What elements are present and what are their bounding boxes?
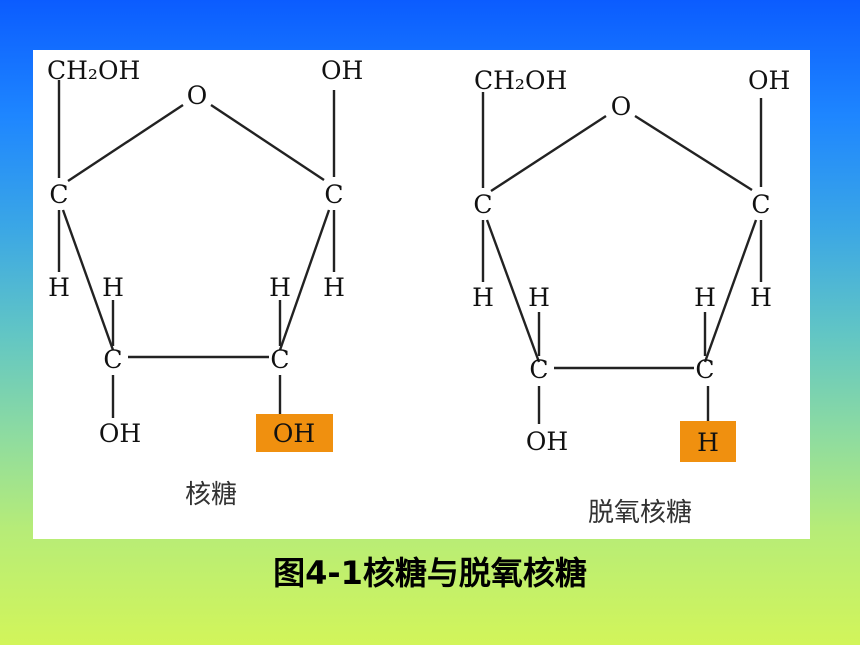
hydrogen-label: H [528, 283, 550, 312]
diagram-panel: CH₂OH O OH C C H H H H C C OH OH 核糖 [33, 50, 810, 539]
hydrogen-label: H [48, 273, 70, 302]
ribose-name: 核糖 [185, 480, 237, 510]
carbon-label: C [103, 345, 122, 374]
ch2oh-label: CH₂OH [47, 56, 140, 85]
bond [61, 209, 115, 351]
ring-oxygen-label: O [611, 92, 632, 121]
bond [67, 103, 184, 183]
carbon-label: C [695, 355, 714, 384]
bond [490, 114, 607, 193]
hydrogen-label: H [323, 273, 345, 302]
carbon-label: C [473, 190, 492, 219]
carbon-label: C [529, 355, 548, 384]
figure-caption: 图4-1核糖与脱氧核糖 [273, 554, 587, 592]
oh-bottom-left-label: OH [526, 427, 568, 456]
oh-highlighted-label: OH [273, 419, 315, 448]
highlight-box [680, 421, 736, 462]
bond [485, 219, 541, 363]
ch2oh-label: CH₂OH [474, 66, 567, 95]
ribose-structure: CH₂OH O OH C C H H H H C C OH OH 核糖 [47, 56, 363, 510]
deoxyribose-name: 脱氧核糖 [588, 498, 692, 528]
bond [703, 219, 758, 363]
hydrogen-label: H [694, 283, 716, 312]
carbon-label: C [49, 180, 68, 209]
hydrogen-label: H [472, 283, 494, 312]
oh-top-label: OH [748, 66, 790, 95]
ring-oxygen-label: O [187, 81, 208, 110]
bond [210, 104, 325, 181]
highlight-box [256, 414, 333, 452]
carbon-label: C [751, 190, 770, 219]
bond [278, 209, 331, 351]
deoxyribose-structure: CH₂OH O OH C C H H H H C C OH H 脱氧核糖 [472, 66, 790, 528]
hydrogen-label: H [750, 283, 772, 312]
carbon-label: C [270, 345, 289, 374]
carbon-label: C [324, 180, 343, 209]
oh-top-label: OH [321, 56, 363, 85]
oh-bottom-left-label: OH [99, 419, 141, 448]
hydrogen-label: H [269, 273, 291, 302]
hydrogen-label: H [102, 273, 124, 302]
bond [634, 114, 753, 192]
sugar-structures-diagram: CH₂OH O OH C C H H H H C C OH OH 核糖 [47, 56, 790, 528]
h-highlighted-label: H [697, 428, 719, 457]
